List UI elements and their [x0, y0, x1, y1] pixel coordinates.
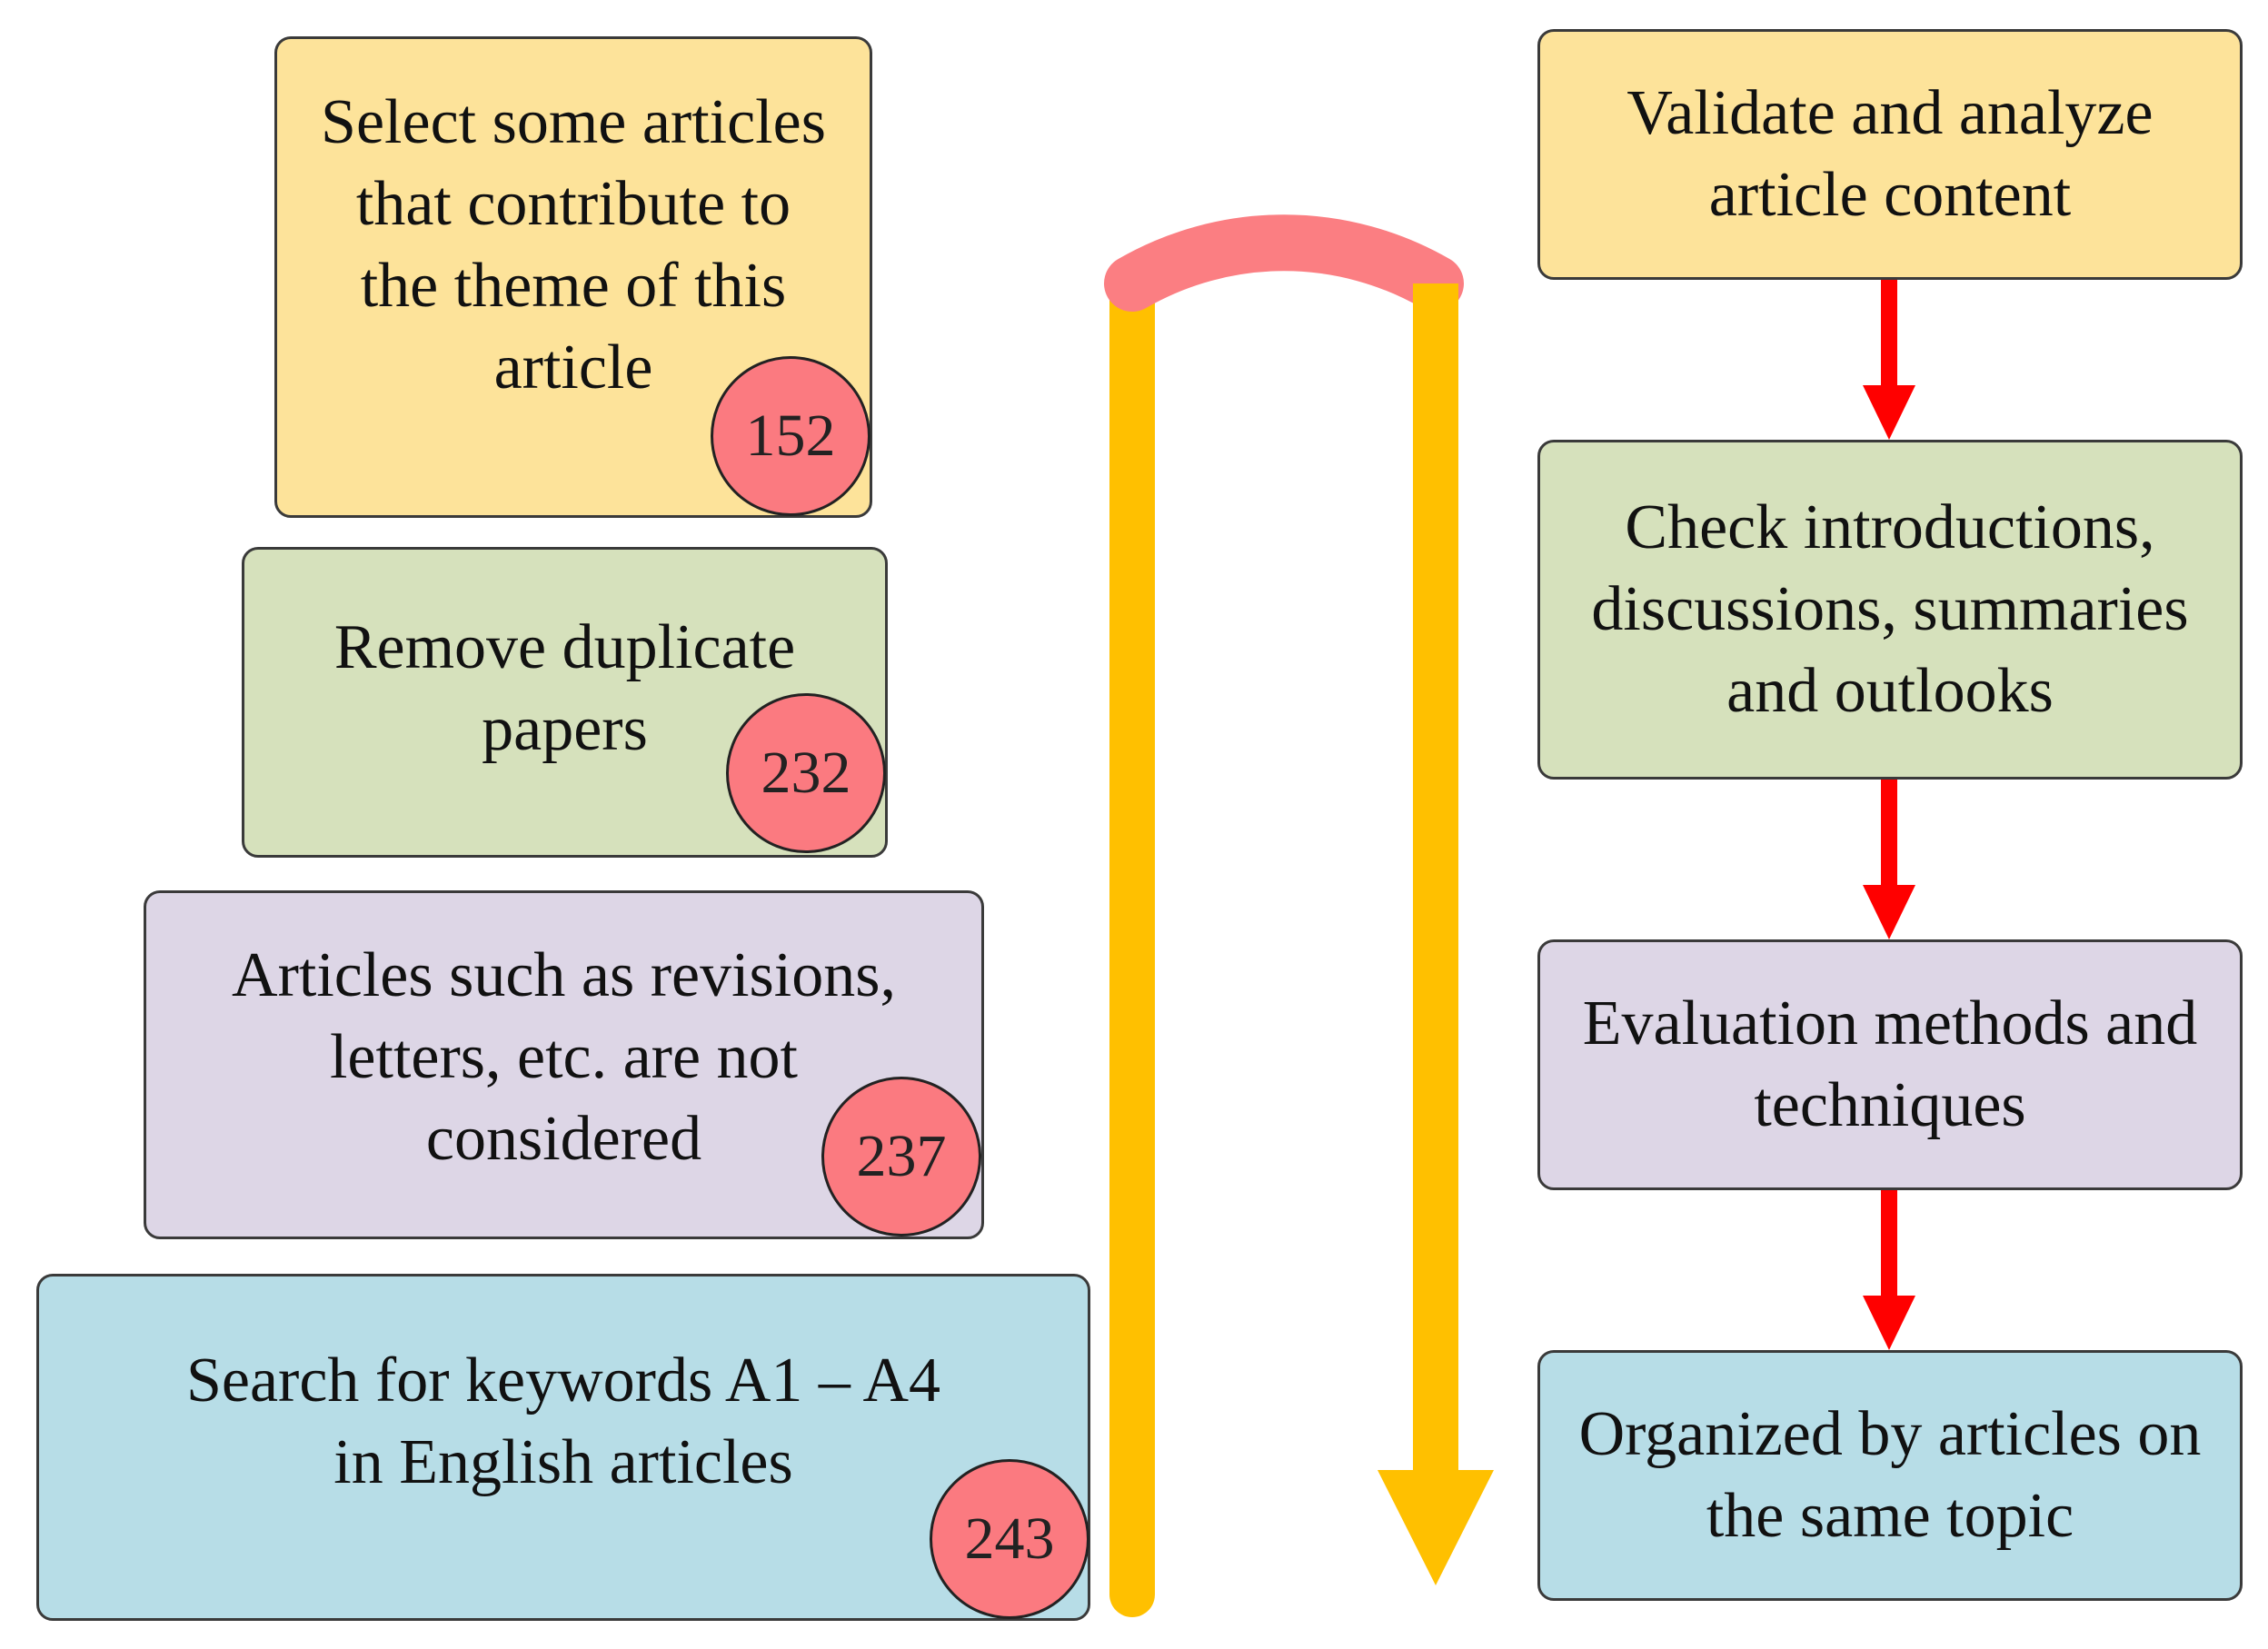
step-arrow-check-to-evaluate [1863, 780, 1915, 939]
u-turn-arrow [1104, 214, 1494, 1617]
evaluation-methods-text: Evaluation methods and techniques [1582, 988, 2198, 1140]
validate-analyze-text: Validate and analyze article content [1626, 78, 2154, 230]
u-arrow-top-arc [1104, 214, 1464, 312]
exclude-revisions-text: Articles such as revisions, letters, etc… [232, 940, 896, 1174]
count-badge-243: 243 [930, 1459, 1089, 1619]
step-arrow-evaluate-to-organize [1863, 1190, 1915, 1350]
search-keywords-box: Search for keywords A1 – A4 in English a… [36, 1274, 1090, 1621]
check-introductions-box: Check introductions, discussions, summar… [1537, 440, 2243, 780]
validate-analyze-box: Validate and analyze article content [1537, 29, 2243, 280]
select-articles-box: Select some articles that contribute to … [274, 36, 872, 518]
count-badge-152: 152 [711, 356, 870, 516]
select-articles-text: Select some articles that contribute to … [321, 87, 826, 402]
remove-duplicates-text: Remove duplicate papers [333, 612, 796, 764]
evaluation-methods-box: Evaluation methods and techniques [1537, 939, 2243, 1190]
step-arrow-validate-to-check [1863, 280, 1915, 440]
count-badge-237: 237 [821, 1077, 981, 1237]
u-arrow-head [1378, 1470, 1494, 1585]
search-keywords-text: Search for keywords A1 – A4 in English a… [185, 1346, 941, 1497]
check-introductions-text: Check introductions, discussions, summar… [1591, 492, 2189, 726]
organized-by-topic-box: Organized by articles on the same topic [1537, 1350, 2243, 1601]
organized-by-topic-text: Organized by articles on the same topic [1578, 1399, 2202, 1551]
count-badge-232: 232 [726, 693, 886, 853]
